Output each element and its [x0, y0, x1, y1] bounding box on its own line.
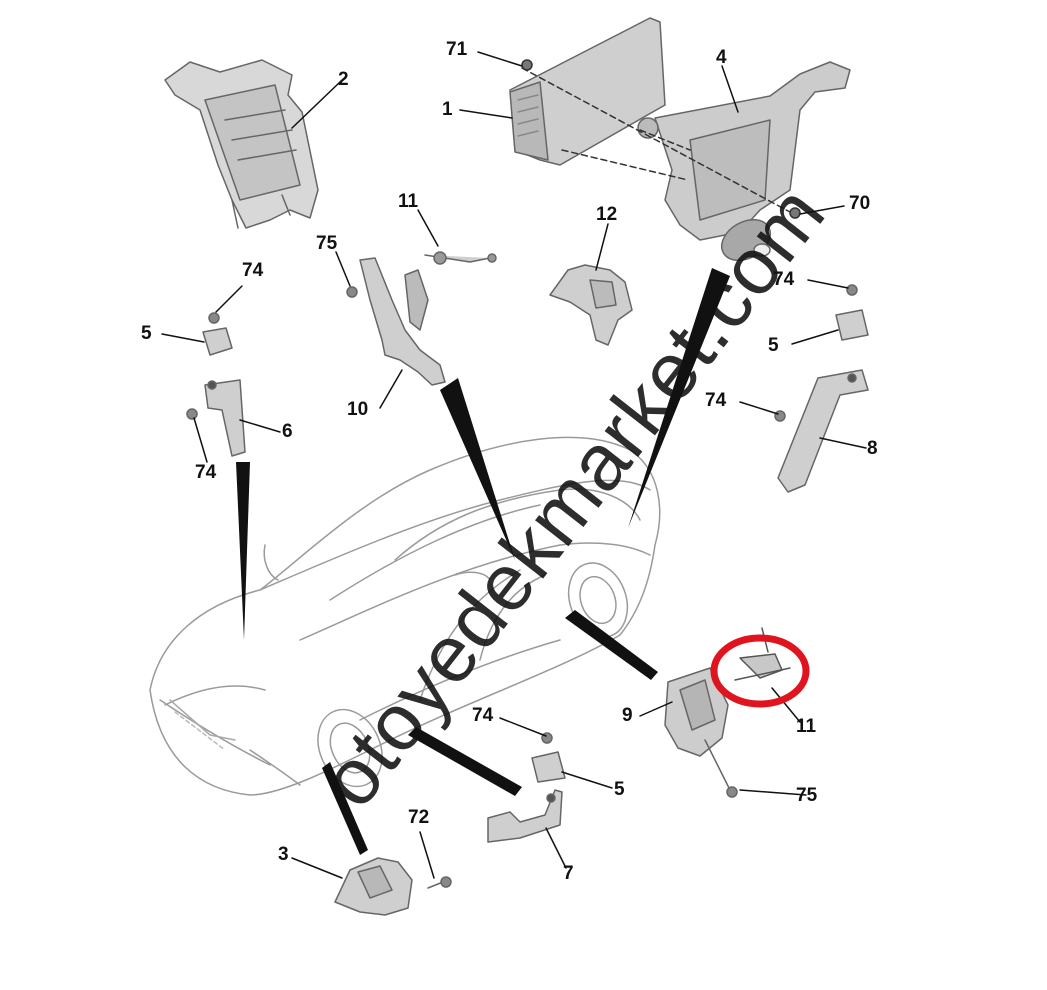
label-4: 4 — [716, 47, 727, 68]
label-3: 3 — [278, 844, 289, 865]
label-71: 71 — [446, 39, 468, 60]
part-10-sensor — [346, 251, 497, 386]
label-9: 9 — [622, 705, 633, 726]
part-3-sensor — [334, 857, 452, 916]
part-9-sensor — [664, 667, 738, 798]
part-5-6-front — [186, 312, 246, 457]
car-outline — [149, 436, 661, 796]
part-12-sensor — [549, 264, 633, 346]
label-70: 70 — [849, 193, 871, 214]
part-1-ecu — [509, 17, 666, 166]
label-74-a: 74 — [242, 260, 264, 281]
part-11-arm — [734, 627, 791, 681]
label-72: 72 — [408, 807, 430, 828]
label-1: 1 — [442, 99, 453, 120]
part-2-bracket — [164, 59, 319, 229]
fasteners-top — [521, 59, 801, 219]
part-5-7-bottom — [487, 732, 566, 843]
label-74-d: 74 — [705, 390, 727, 411]
assembly-lines — [521, 67, 791, 213]
highlight-circle — [710, 634, 810, 708]
label-leaders — [161, 51, 867, 879]
label-74-e: 74 — [472, 705, 494, 726]
label-2: 2 — [338, 69, 349, 90]
label-74-c: 74 — [773, 269, 795, 290]
leader-wedges — [236, 268, 730, 855]
label-74-b: 74 — [195, 462, 217, 483]
label-5-bottom: 5 — [614, 779, 625, 800]
label-6: 6 — [282, 421, 293, 442]
label-5-left: 5 — [141, 323, 152, 344]
label-75-top: 75 — [316, 233, 338, 254]
label-75-bottom: 75 — [796, 785, 818, 806]
part-4-bracket — [637, 61, 851, 262]
label-11-top: 11 — [398, 191, 419, 212]
label-7: 7 — [563, 863, 574, 884]
label-8: 8 — [867, 438, 878, 459]
label-12: 12 — [596, 204, 618, 225]
label-11-bottom: 11 — [796, 716, 817, 737]
label-10: 10 — [347, 399, 369, 420]
part-5-8-right — [774, 284, 869, 493]
label-5-right: 5 — [768, 335, 779, 356]
